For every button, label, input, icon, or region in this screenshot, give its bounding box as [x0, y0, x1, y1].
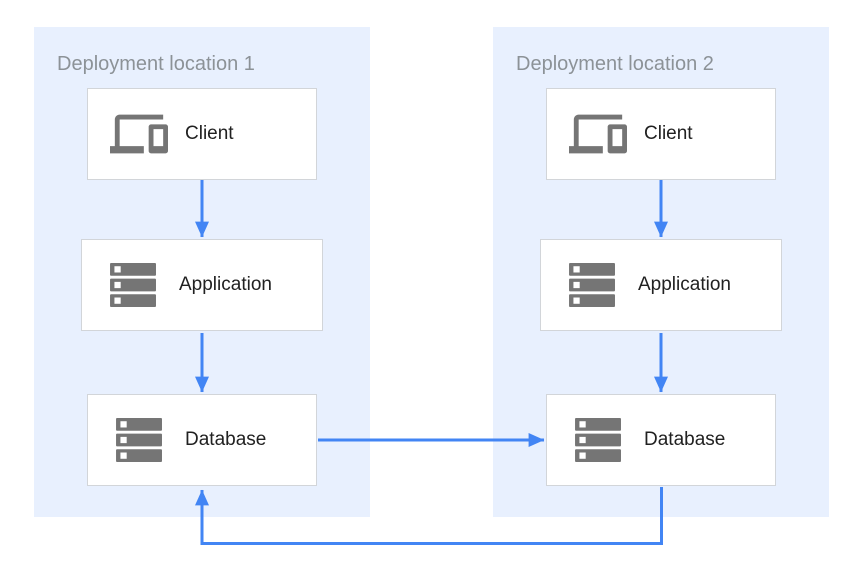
deployment-location-1-container: Deployment location 1 Client A [34, 27, 370, 517]
node-label: Application [179, 274, 272, 295]
devices-icon [569, 109, 627, 159]
node-database-location-1: Database [87, 394, 317, 486]
node-label: Database [185, 429, 267, 450]
node-label: Application [638, 274, 731, 295]
node-label: Database [644, 429, 726, 450]
devices-icon [110, 109, 168, 159]
node-label: Client [644, 123, 693, 144]
node-label: Client [185, 123, 234, 144]
node-client-location-2: Client [546, 88, 776, 180]
node-client-location-1: Client [87, 88, 317, 180]
deployment-location-2-label: Deployment location 2 [516, 53, 714, 75]
node-application-location-2: Application [540, 239, 782, 331]
server-stack-icon [563, 263, 621, 307]
node-application-location-1: Application [81, 239, 323, 331]
server-stack-icon [110, 418, 168, 462]
deployment-location-1-label: Deployment location 1 [57, 53, 255, 75]
deployment-location-2-container: Deployment location 2 Client A [493, 27, 829, 517]
node-database-location-2: Database [546, 394, 776, 486]
server-stack-icon [569, 418, 627, 462]
server-stack-icon [104, 263, 162, 307]
